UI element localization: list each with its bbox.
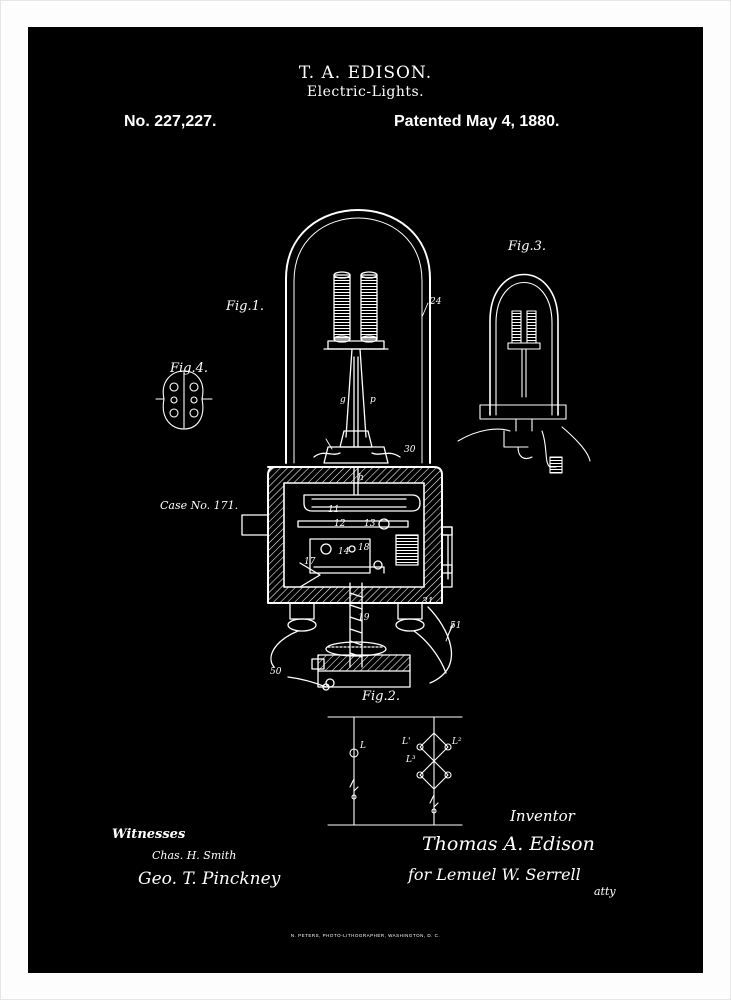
ref-24: 24 xyxy=(430,297,442,307)
ref-h: h xyxy=(358,473,364,483)
fig2-circuit xyxy=(327,716,463,826)
inventor-signature: Thomas A. Edison xyxy=(422,833,595,855)
patent-title: Electric-Lights. xyxy=(306,84,425,100)
ref-L3: L³ xyxy=(406,755,416,765)
fig3-lamp xyxy=(457,273,591,474)
witness-1-signature: Chas. H. Smith xyxy=(152,849,237,862)
leader-lines xyxy=(325,302,455,642)
ref-g: g xyxy=(340,395,346,405)
ref-30: 30 xyxy=(404,445,416,455)
ref-L2: L² xyxy=(452,737,462,747)
witnesses-label: Witnesses xyxy=(112,827,186,842)
ref-18: 18 xyxy=(358,543,370,553)
patent-drawing xyxy=(155,209,591,826)
fig4-label: Fig.4. xyxy=(170,361,209,376)
ref-L1: L' xyxy=(402,737,411,747)
case-number: Case No. 171. xyxy=(160,499,239,512)
fig2-label: Fig.2. xyxy=(362,689,401,704)
patent-number: No. 227,227. xyxy=(124,113,217,130)
ref-13: 13 xyxy=(364,519,376,529)
fig3-label: Fig.3. xyxy=(508,239,547,254)
ref-19: 19 xyxy=(358,613,370,623)
attorney-signature: for Lemuel W. Serrell xyxy=(408,865,581,884)
inventor-label: Inventor xyxy=(510,807,575,825)
ref-31: 31 xyxy=(422,597,434,607)
ref-12: 12 xyxy=(334,519,346,529)
ref-50: 50 xyxy=(270,667,282,677)
patent-date: Patented May 4, 1880. xyxy=(394,113,560,130)
ref-p: p xyxy=(370,395,376,405)
ref-L: L xyxy=(360,741,366,751)
attorney-label: atty xyxy=(594,885,616,898)
ref-17: 17 xyxy=(304,557,316,567)
fig1-label: Fig.1. xyxy=(226,299,265,314)
printer-credit: N. PETERS, PHOTO-LITHOGRAPHER, WASHINGTO… xyxy=(290,933,441,938)
patent-inventor-name: T. A. EDISON. xyxy=(298,63,433,83)
patent-poster: T. A. EDISON. Electric-Lights. No. 227,2… xyxy=(28,27,703,973)
ref-14: 14 xyxy=(338,547,350,557)
witness-2-signature: Geo. T. Pinckney xyxy=(138,869,281,889)
fig4-plan xyxy=(155,370,213,430)
fig1-lamp xyxy=(241,209,453,691)
ref-51: 51 xyxy=(450,621,462,631)
ref-11: 11 xyxy=(328,505,340,515)
